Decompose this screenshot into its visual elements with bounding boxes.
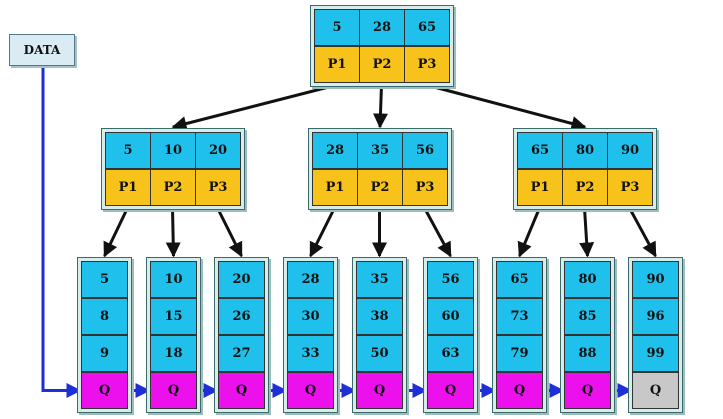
internal-node-key: 10 — [150, 132, 196, 169]
leaf-node-key: 73 — [496, 298, 543, 335]
root-node-pointer: P3 — [404, 46, 450, 83]
leaf-node-key: 20 — [218, 261, 265, 298]
leaf-node-key: 33 — [287, 335, 334, 372]
leaf-node-key: 56 — [427, 261, 474, 298]
internal-node-key: 65 — [517, 132, 563, 169]
internal-node-pointer: P1 — [105, 169, 151, 206]
root-node-key: 5 — [314, 9, 360, 46]
internal-node-key: 28 — [312, 132, 358, 169]
leaf-node-key: 80 — [564, 261, 611, 298]
root-node-pointer: P1 — [314, 46, 360, 83]
leaf-node-key: 35 — [356, 261, 403, 298]
leaf-node-key: 65 — [496, 261, 543, 298]
internal-node-pointer: P2 — [357, 169, 403, 206]
tree-arrow — [628, 207, 657, 258]
leaf-node-key: 9 — [81, 335, 128, 372]
internal-node-key: 5 — [105, 132, 151, 169]
leaf-node-key: 79 — [496, 335, 543, 372]
internal-node-key: 20 — [195, 132, 241, 169]
internal-node-key: 56 — [402, 132, 448, 169]
leaf-node-pointer: Q — [427, 372, 474, 409]
tree-arrow — [517, 207, 541, 258]
root-node-key: 65 — [404, 9, 450, 46]
leaf-node-pointer: Q — [356, 372, 403, 409]
tree-arrow — [216, 207, 243, 258]
leaf-node-key: 10 — [150, 261, 197, 298]
internal-node-key: 90 — [607, 132, 653, 169]
leaf-node-key: 5 — [81, 261, 128, 298]
internal-node-key: 80 — [562, 132, 608, 169]
tree-arrow — [309, 207, 336, 258]
leaf-node-pointer: Q — [564, 372, 611, 409]
leaf-node-key: 28 — [287, 261, 334, 298]
leaf-node-key: 38 — [356, 298, 403, 335]
leaf-node-pointer: Q — [632, 372, 679, 409]
internal-node-pointer: P1 — [312, 169, 358, 206]
tree-arrow — [372, 84, 388, 129]
leaf-node-key: 15 — [150, 298, 197, 335]
data-link-arrow — [41, 67, 82, 398]
tree-arrow — [423, 207, 452, 258]
leaf-node-pointer: Q — [150, 372, 197, 409]
leaf-node-key: 50 — [356, 335, 403, 372]
leaf-node-key: 90 — [632, 261, 679, 298]
leaf-node-pointer: Q — [218, 372, 265, 409]
internal-node-pointer: P2 — [562, 169, 608, 206]
tree-arrow — [579, 207, 595, 258]
leaf-node-key: 18 — [150, 335, 197, 372]
tree-arrow — [426, 83, 587, 131]
leaf-node-key: 30 — [287, 298, 334, 335]
root-node-pointer: P2 — [359, 46, 405, 83]
leaf-node-pointer: Q — [496, 372, 543, 409]
tree-arrow — [165, 207, 181, 258]
leaf-node-key: 26 — [218, 298, 265, 335]
internal-node-pointer: P2 — [150, 169, 196, 206]
internal-node-key: 35 — [357, 132, 403, 169]
leaf-node-key: 27 — [218, 335, 265, 372]
internal-node-pointer: P3 — [607, 169, 653, 206]
leaf-node-key: 99 — [632, 335, 679, 372]
leaf-node-key: 88 — [564, 335, 611, 372]
tree-arrow — [171, 83, 337, 131]
data-label: DATA — [9, 34, 75, 66]
root-node-key: 28 — [359, 9, 405, 46]
leaf-node-key: 60 — [427, 298, 474, 335]
leaf-node-key: 63 — [427, 335, 474, 372]
tree-arrow — [103, 207, 129, 258]
leaf-node-key: 85 — [564, 298, 611, 335]
internal-node-pointer: P3 — [195, 169, 241, 206]
leaf-node-pointer: Q — [287, 372, 334, 409]
internal-node-pointer: P3 — [402, 169, 448, 206]
leaf-node-key: 8 — [81, 298, 128, 335]
leaf-node-key: 96 — [632, 298, 679, 335]
leaf-node-pointer: Q — [81, 372, 128, 409]
internal-node-pointer: P1 — [517, 169, 563, 206]
